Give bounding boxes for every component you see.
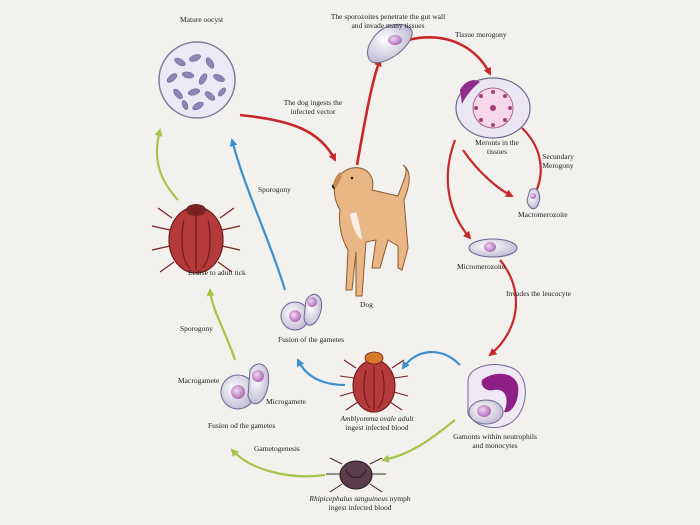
label-sporogony-top: Sporogony: [258, 185, 291, 194]
label-dog-ingests: The dog ingests the infected vector: [283, 98, 343, 116]
amblyomma-tick-illustration: [339, 351, 409, 413]
label-meronts: Meronts in the tissues: [475, 138, 519, 156]
label-sporogony-left: Sporogony: [180, 324, 213, 333]
label-rhipicephalus-rest: ingest infected blood: [328, 503, 392, 512]
arrow-invades-leucocyte: [488, 259, 518, 357]
label-gamonts: Gamonts within neutrophils and monocytes: [453, 432, 537, 450]
macromerozoite-illustration: [526, 188, 541, 210]
arrows: [154, 36, 542, 478]
arrow-sporogony-top: [229, 138, 287, 291]
arrow-tick-to-oocyst: [154, 128, 179, 201]
label-gametogenesis: Gametogenesis: [254, 444, 300, 453]
label-dog: Dog: [360, 300, 373, 309]
gamont-neutrophil-illustration: [467, 364, 526, 429]
arrow-to-micromerozoite: [446, 139, 472, 240]
sporozoite-illustration: [367, 23, 413, 64]
arrow-to-tissue-merogony: [407, 36, 492, 76]
arrow-nymph-gametogenesis: [230, 448, 326, 478]
arrow-dog-to-sporozoite: [355, 58, 382, 166]
dog-illustration: [331, 164, 410, 297]
label-micromerozoite: Micromerozoite: [457, 262, 506, 271]
label-mature-oocyst: Mature oocyst: [180, 15, 224, 24]
label-tissue-merogony: Tissue merogony: [455, 30, 507, 39]
gametes-bottom-illustration: [220, 363, 270, 410]
label-ecdise: Ecdise to adult tick: [188, 268, 246, 277]
label-amblyomma-rest: ingest infected blood: [345, 423, 409, 432]
arrow-sporogony-left: [206, 288, 237, 361]
arrow-gamont-to-nymph: [381, 419, 456, 463]
fusion-gametes-top-illustration: [280, 293, 322, 331]
arrow-to-macromerozoite: [462, 149, 514, 197]
label-microgamete: Microgamete: [266, 397, 306, 406]
label-sporozoites: The sporozoites penetrate the gut wall a…: [330, 12, 446, 30]
label-amblyomma-italic: Amblyomma ovale adult: [340, 414, 414, 423]
arrow-tick-to-fusion: [296, 358, 346, 387]
adult-tick-illustration: [151, 204, 241, 274]
label-fusion-gametes-top: Fusion of the gametes: [278, 335, 345, 344]
arrow-dog-ingests: [239, 113, 337, 162]
arrow-gamont-to-tick: [401, 350, 461, 370]
rhipicephalus-nymph-illustration: [326, 457, 386, 493]
micromerozoite-illustration: [468, 238, 518, 258]
label-rhipicephalus-mid: nymph: [387, 494, 411, 503]
label-rhipicephalus-italic: Rhipicephalus sanguineus: [309, 494, 388, 503]
label-fusion-gametes-bottom: Fusion od the gametes: [208, 421, 276, 430]
label-macrogamete: Macrogamete: [178, 376, 220, 385]
mature-oocyst-illustration: [158, 41, 236, 119]
label-secondary-merogony: Secundary Merogony: [542, 152, 574, 170]
label-invades-leucocyte: Invades the leucocyte: [506, 289, 571, 298]
label-macromerozoite: Macromerozoite: [518, 210, 568, 219]
meront-illustration: [455, 77, 531, 139]
